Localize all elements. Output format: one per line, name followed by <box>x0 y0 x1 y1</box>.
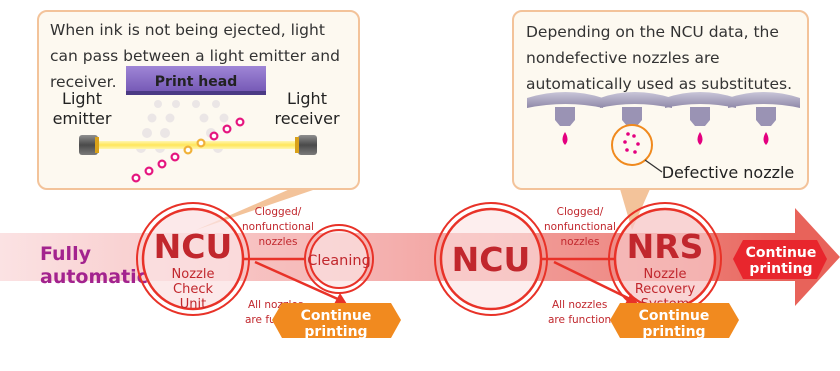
connector-ncu-to-continue <box>254 260 341 302</box>
light-sensor-callout: When ink is not being ejected, light can… <box>37 10 360 190</box>
svg-text:printing: printing <box>749 261 812 277</box>
svg-text:Clogged/: Clogged/ <box>557 206 604 218</box>
print-head-label: Print head <box>155 74 237 90</box>
ncu-subtitle-line3: Unit <box>180 297 206 312</box>
cleaning-node: Cleaning <box>304 224 374 294</box>
nozzle-row <box>527 92 800 145</box>
nozzle-4 <box>728 92 800 145</box>
fully-automatic-label-line1: Fully <box>40 243 92 265</box>
receiver-label-line1: Light <box>287 89 327 108</box>
connector-ncu2-to-continue <box>553 260 633 302</box>
left-callout-pointer <box>196 189 316 230</box>
emitter-label-line1: Light <box>62 89 102 108</box>
ncu-node-1: NCU Nozzle Check Unit <box>136 202 250 316</box>
svg-text:nozzles: nozzles <box>259 236 298 248</box>
ejected-ink-droplets <box>131 117 245 183</box>
svg-text:Continue: Continue <box>746 245 817 261</box>
nrs-subtitle-line1: Nozzle <box>644 267 687 282</box>
svg-text:Continue: Continue <box>301 308 372 324</box>
cleaning-label: Cleaning <box>307 253 371 269</box>
nozzle-1 <box>527 92 603 145</box>
defective-nozzle-highlight <box>611 124 663 173</box>
continue-printing-main-badge: Continue printing <box>733 240 827 279</box>
light-sensor-description: When ink is not being ejected, light can… <box>50 21 340 91</box>
all-ok-label-2: All nozzles are functioned <box>548 299 624 326</box>
clogged-label-1: Clogged/ nonfunctional nozzles <box>242 206 314 248</box>
light-receiver-icon <box>295 135 317 155</box>
nrs-node: NRS Nozzle Recovery System <box>608 202 722 316</box>
svg-text:Continue: Continue <box>639 308 710 324</box>
svg-text:nonfunctional: nonfunctional <box>544 221 616 233</box>
svg-text:nozzles: nozzles <box>561 236 600 248</box>
emitter-label-line2: emitter <box>53 109 112 128</box>
defective-nozzle-label: Defective nozzle <box>662 163 795 182</box>
right-callout-pointer <box>620 189 650 230</box>
nozzle-2-defective <box>600 92 672 126</box>
nozzle-3 <box>665 92 736 145</box>
arrowhead-continue-1 <box>334 293 347 304</box>
light-emitter-icon <box>79 135 99 155</box>
nrs-subtitle-line2: Recovery <box>635 282 696 297</box>
svg-text:are functioned: are functioned <box>548 314 624 326</box>
svg-text:All nozzles: All nozzles <box>552 299 607 311</box>
svg-text:nonfunctional: nonfunctional <box>242 221 314 233</box>
svg-text:printing: printing <box>304 324 367 340</box>
ncu-title-1: NCU <box>154 227 233 266</box>
nrs-title: NRS <box>627 227 704 266</box>
clogged-label-2: Clogged/ nonfunctional nozzles <box>544 206 616 248</box>
ncu-subtitle-line1: Nozzle <box>172 267 215 282</box>
print-head: Print head <box>126 66 266 95</box>
svg-text:Clogged/: Clogged/ <box>255 206 302 218</box>
ncu-subtitle-line2: Check <box>173 282 213 297</box>
continue-printing-badge-1: Continue printing <box>272 303 401 340</box>
continue-printing-badge-2: Continue printing <box>610 303 739 340</box>
ncu-title-2: NCU <box>452 240 531 279</box>
svg-text:printing: printing <box>642 324 705 340</box>
fully-automatic-label-line2: automatic <box>40 266 148 288</box>
nozzle-substitution-description: Depending on the NCU data, the nondefect… <box>526 23 793 93</box>
receiver-label-line2: receiver <box>274 109 339 128</box>
ncu-node-2: NCU <box>434 202 548 316</box>
